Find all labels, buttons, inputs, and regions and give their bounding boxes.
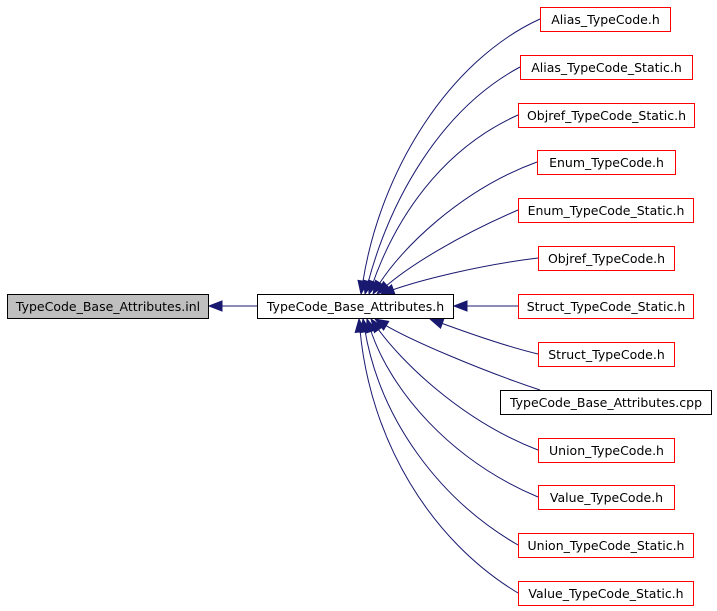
includer-node[interactable]: Union_TypeCode_Static.h bbox=[518, 533, 694, 558]
includer-node[interactable]: Union_TypeCode.h bbox=[538, 438, 675, 463]
root-node: TypeCode_Base_Attributes.inl bbox=[7, 294, 209, 319]
edge-includer-to-center bbox=[369, 328, 539, 498]
includer-node[interactable]: Enum_TypeCode.h bbox=[537, 150, 676, 175]
edge-includer-to-center bbox=[376, 326, 539, 451]
edge-includer-to-center bbox=[384, 209, 519, 288]
center-node[interactable]: TypeCode_Base_Attributes.h bbox=[257, 294, 454, 319]
edge-arrowhead bbox=[207, 300, 223, 312]
includer-node[interactable]: Struct_TypeCode_Static.h bbox=[518, 294, 694, 319]
edge-includer-to-center bbox=[359, 328, 519, 594]
includer-node[interactable]: Struct_TypeCode.h bbox=[538, 342, 675, 367]
includer-node[interactable]: Alias_TypeCode_Static.h bbox=[520, 55, 693, 80]
includer-node[interactable]: Alias_TypeCode.h bbox=[540, 7, 671, 32]
includer-node[interactable]: Enum_TypeCode_Static.h bbox=[518, 198, 694, 223]
edge-includer-to-center bbox=[377, 161, 538, 286]
edge-includer-to-center bbox=[364, 328, 519, 546]
edge-arrowhead bbox=[428, 318, 445, 329]
edge-includer-to-center bbox=[390, 257, 539, 292]
includer-node[interactable]: Objref_TypeCode_Static.h bbox=[518, 103, 695, 128]
edge-includer-to-center bbox=[362, 18, 541, 285]
edge-arrowhead bbox=[372, 279, 385, 296]
includer-node[interactable]: Value_TypeCode.h bbox=[538, 485, 675, 510]
includer-node[interactable]: Value_TypeCode_Static.h bbox=[518, 581, 694, 606]
edge-arrowhead bbox=[354, 317, 366, 333]
includer-node[interactable]: TypeCode_Base_Attributes.cpp bbox=[500, 390, 712, 415]
includer-node[interactable]: Objref_TypeCode.h bbox=[538, 246, 675, 271]
edge-includer-to-center bbox=[439, 321, 539, 355]
edge-includer-to-center bbox=[383, 323, 541, 391]
edge-includer-to-center bbox=[367, 66, 521, 285]
dependency-edges bbox=[207, 18, 541, 594]
edge-includer-to-center bbox=[371, 114, 519, 285]
edge-arrowhead bbox=[452, 300, 468, 312]
